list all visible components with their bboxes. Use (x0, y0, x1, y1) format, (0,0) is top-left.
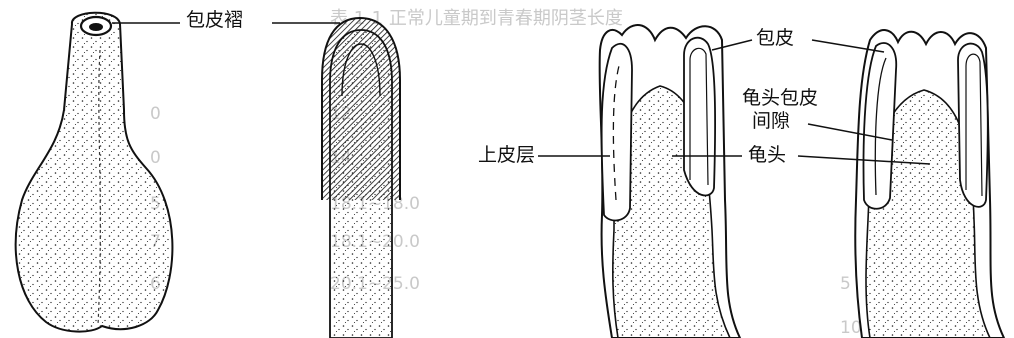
label-glans: 龟头 (748, 145, 786, 167)
cross-section-right (855, 30, 1004, 338)
label-epithelium: 上皮层 (478, 145, 535, 167)
label-foreskin: 包皮 (756, 28, 794, 50)
label-gap-line2: 间隙 (752, 111, 790, 133)
penis-outline (16, 13, 173, 332)
cross-section-left (600, 25, 740, 338)
small-section-drawing (322, 18, 400, 338)
foreskin-inner-fold-right (684, 38, 715, 196)
label-foreskin-opening: 包皮褶 (186, 10, 243, 32)
external-view-drawing (16, 13, 173, 332)
foreskin-inner-fold-left (602, 44, 632, 221)
label-gap-line1: 龟头包皮 (742, 88, 818, 110)
gap-fold-right (958, 44, 988, 207)
small-section-inner (330, 30, 392, 338)
